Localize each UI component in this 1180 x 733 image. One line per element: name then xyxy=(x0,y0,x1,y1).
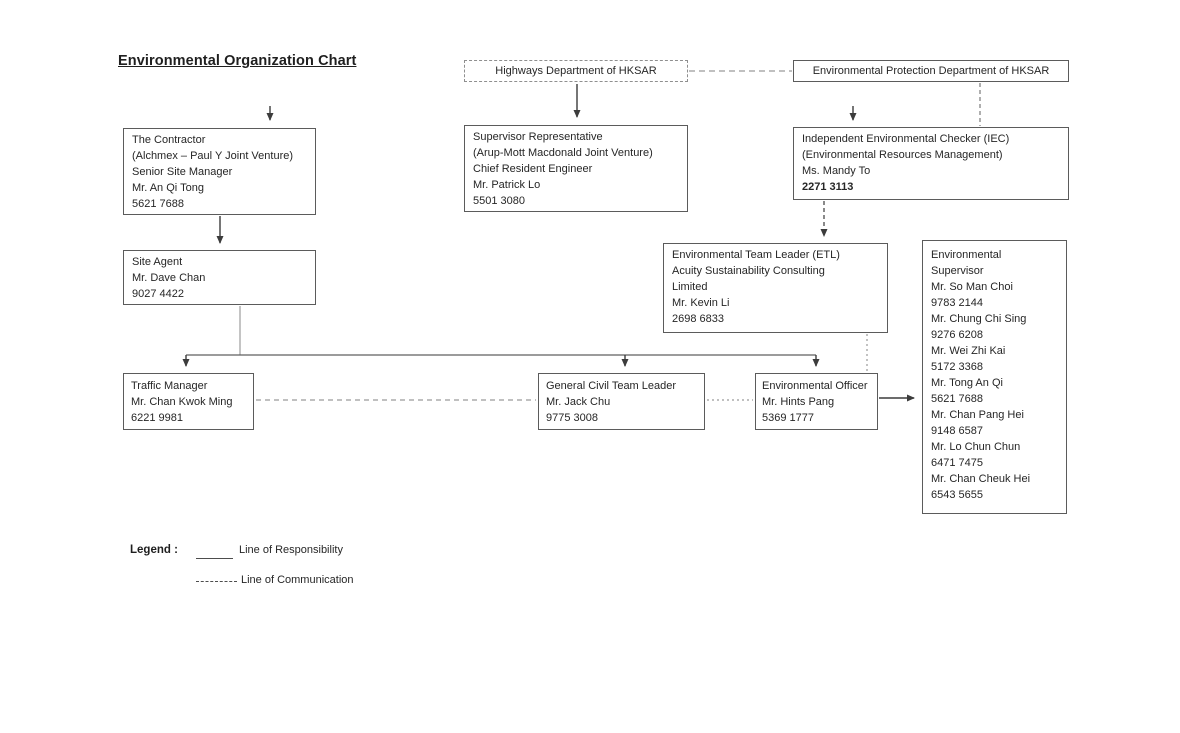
box-environmental-team-leader: Environmental Team Leader (ETL) Acuity S… xyxy=(663,243,888,333)
page-title: Environmental Organization Chart xyxy=(118,53,357,69)
legend-communication-label: Line of Communication xyxy=(241,574,354,586)
legend-title: Legend : xyxy=(130,544,178,556)
iec-phone: 2271 3113 xyxy=(802,181,854,193)
box-site-agent: Site Agent Mr. Dave Chan 9027 4422 xyxy=(123,250,316,305)
legend-solid-line-sample xyxy=(196,558,233,559)
box-general-civil-team-leader: General Civil Team Leader Mr. Jack Chu 9… xyxy=(538,373,705,430)
box-environmental-officer: Environmental Officer Mr. Hints Pang 536… xyxy=(755,373,878,430)
box-contractor: The Contractor (Alchmex – Paul Y Joint V… xyxy=(123,128,316,215)
box-highways-department: Highways Department of HKSAR xyxy=(464,60,688,82)
box-traffic-manager: Traffic Manager Mr. Chan Kwok Ming 6221 … xyxy=(123,373,254,430)
legend-responsibility-label: Line of Responsibility xyxy=(239,544,343,556)
box-environmental-protection-department: Environmental Protection Department of H… xyxy=(793,60,1069,82)
box-supervisor-representative: Supervisor Representative (Arup-Mott Mac… xyxy=(464,125,688,212)
box-independent-environmental-checker: Independent Environmental Checker (IEC) … xyxy=(793,127,1069,200)
box-environmental-supervisor: Environmental Supervisor Mr. So Man Choi… xyxy=(922,240,1067,514)
legend-dashed-line-sample xyxy=(196,581,237,582)
iec-text: Independent Environmental Checker (IEC) … xyxy=(802,133,1010,177)
